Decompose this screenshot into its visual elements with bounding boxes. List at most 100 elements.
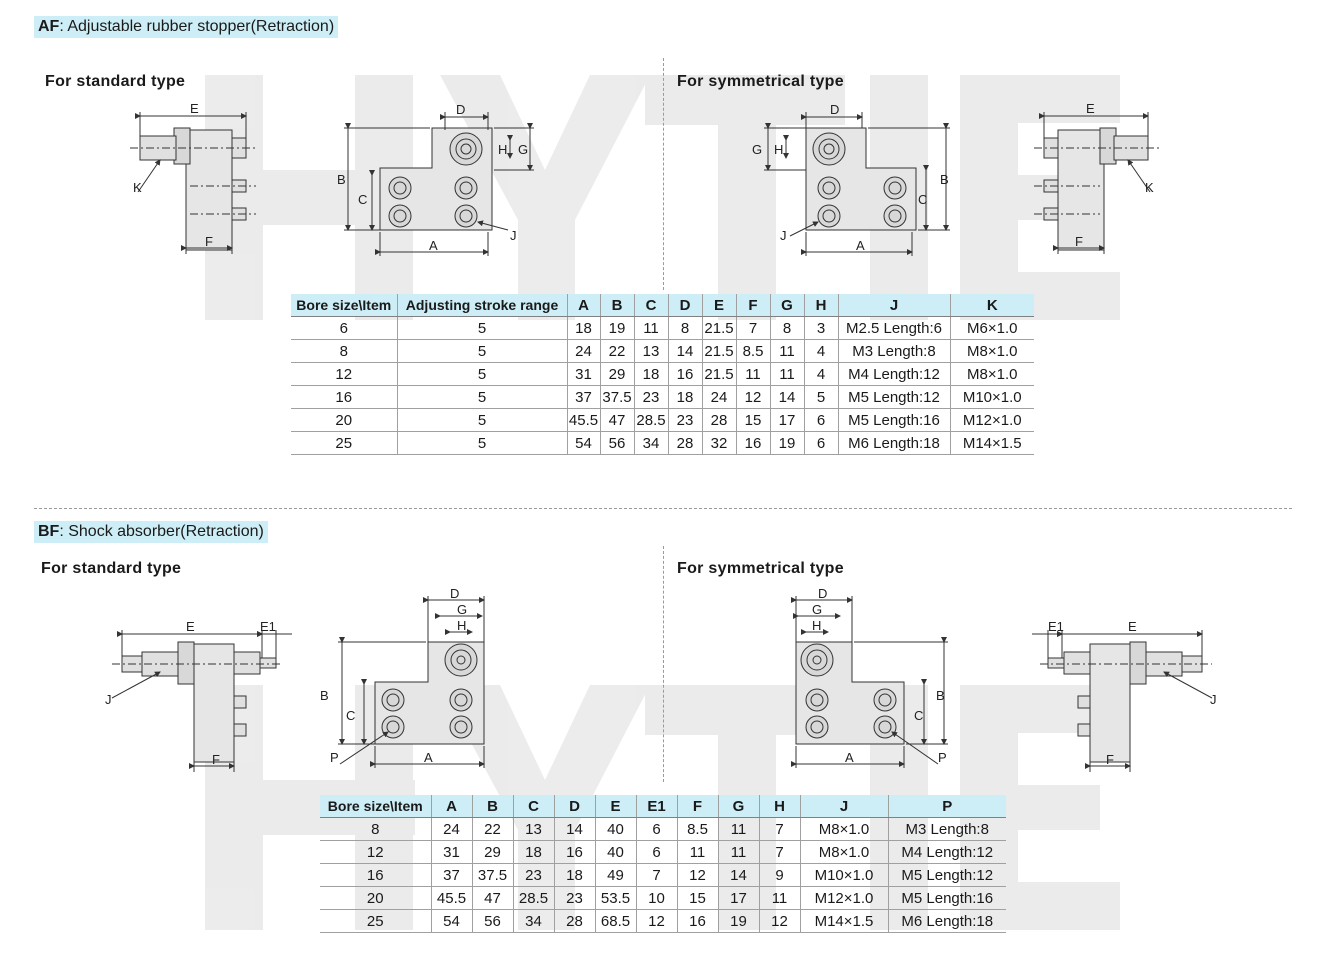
bf-std-dim-g: G: [457, 602, 467, 617]
bf-cell: 7: [635, 863, 677, 887]
af-th: Bore size\Item: [291, 294, 397, 317]
af-cell: 45.5: [566, 408, 600, 432]
af-cell: 20: [291, 408, 397, 432]
af-sym-dim-c: C: [918, 192, 927, 207]
bf-cell: M8×1.0: [799, 817, 888, 841]
af-cell: 29: [599, 362, 634, 386]
af-cell: 18: [566, 316, 600, 340]
af-cell: M8×1.0: [949, 362, 1034, 386]
bf-sym-dim-p: P: [938, 750, 947, 765]
bf-cell: 11: [717, 840, 759, 864]
af-cell: 16: [735, 431, 770, 455]
bf-th: E1: [635, 795, 677, 818]
bf-std-dim-f: F: [212, 752, 220, 767]
af-cell: 16: [667, 362, 702, 386]
af-center-divider: [663, 58, 664, 290]
bf-sym-dim-d: D: [818, 586, 827, 601]
af-cell: M6 Length:18: [837, 431, 950, 455]
bf-cell: 18: [553, 863, 595, 887]
af-cell: 21.5: [701, 339, 736, 363]
bf-cell: M5 Length:12: [887, 863, 1006, 887]
af-standard-side-view: [130, 112, 256, 254]
af-cell: 5: [803, 385, 838, 409]
af-cell: 12: [735, 385, 770, 409]
af-cell: M14×1.5: [949, 431, 1034, 455]
af-cell: 5: [396, 431, 567, 455]
af-cell: 5: [396, 385, 567, 409]
af-cell: 14: [769, 385, 804, 409]
af-std-dim-c: C: [358, 192, 367, 207]
bf-std-dim-c: C: [346, 708, 355, 723]
bf-sym-dim-a: A: [845, 750, 854, 765]
af-std-dim-f: F: [205, 234, 213, 249]
bf-cell: 22: [471, 817, 513, 841]
af-cell: 13: [633, 339, 668, 363]
af-cell: 8.5: [735, 339, 770, 363]
bf-th: Bore size\Item: [320, 795, 431, 818]
af-sym-dim-k: K: [1145, 180, 1154, 195]
af-th: H: [803, 294, 838, 317]
af-title-suffix: (Retraction): [250, 18, 335, 35]
af-sym-dim-j: J: [780, 228, 787, 243]
af-sym-dim-b: B: [940, 172, 949, 187]
bf-sym-dim-f: F: [1106, 752, 1114, 767]
bf-cell: M10×1.0: [799, 863, 888, 887]
bf-drawings: E E1 F J D G H A B C P D G H A B C P E1 …: [105, 586, 1217, 772]
af-cell: 28: [667, 431, 702, 455]
bf-th: F: [676, 795, 718, 818]
bf-symmetrical-label: For symmetrical type: [677, 560, 844, 577]
af-cell: 21.5: [701, 316, 736, 340]
bf-std-dim-d: D: [450, 586, 459, 601]
af-cell: 6: [291, 316, 397, 340]
bf-sym-dim-j: J: [1210, 692, 1217, 707]
bf-cell: 7: [758, 840, 800, 864]
bf-standard-front-view: [338, 596, 485, 768]
af-th: G: [769, 294, 804, 317]
bf-standard-label: For standard type: [41, 560, 182, 577]
bf-code: BF: [38, 523, 60, 540]
bf-std-dim-h: H: [457, 618, 466, 633]
af-th: Adjusting stroke range: [396, 294, 567, 317]
af-drawings: E F K D A B C H G J D A B C H G J E F K: [130, 101, 1160, 256]
bf-cell: 24: [430, 817, 472, 841]
af-cell: 25: [291, 431, 397, 455]
af-cell: 6: [803, 431, 838, 455]
af-cell: 28: [701, 408, 736, 432]
bf-cell: 28.5: [512, 886, 554, 910]
af-std-dim-k: K: [133, 180, 142, 195]
af-cell: M8×1.0: [949, 339, 1034, 363]
bf-cell: M14×1.5: [799, 909, 888, 933]
af-cell: 24: [566, 339, 600, 363]
af-th: D: [667, 294, 702, 317]
bf-cell: 53.5: [594, 886, 636, 910]
bf-sym-dim-e: E: [1128, 619, 1137, 634]
bf-cell: 20: [320, 886, 431, 910]
af-std-dim-b: B: [337, 172, 346, 187]
af-cell: 19: [599, 316, 634, 340]
af-th: B: [599, 294, 634, 317]
bf-cell: M4 Length:12: [887, 840, 1006, 864]
bf-cell: 47: [471, 886, 513, 910]
bf-th: C: [512, 795, 554, 818]
bf-sym-dim-b: B: [936, 688, 945, 703]
bf-cell: 8: [320, 817, 431, 841]
bf-cell: 6: [635, 817, 677, 841]
af-cell: M6×1.0: [949, 316, 1034, 340]
bf-cell: 16: [320, 863, 431, 887]
af-cell: 11: [769, 362, 804, 386]
bf-cell: 12: [320, 840, 431, 864]
af-cell: 28.5: [633, 408, 668, 432]
bf-cell: 25: [320, 909, 431, 933]
af-th: A: [566, 294, 600, 317]
af-cell: M10×1.0: [949, 385, 1034, 409]
bf-cell: 28: [553, 909, 595, 933]
bf-cell: 12: [676, 863, 718, 887]
af-cell: 15: [735, 408, 770, 432]
af-cell: 8: [291, 339, 397, 363]
af-cell: 17: [769, 408, 804, 432]
af-cell: 5: [396, 362, 567, 386]
